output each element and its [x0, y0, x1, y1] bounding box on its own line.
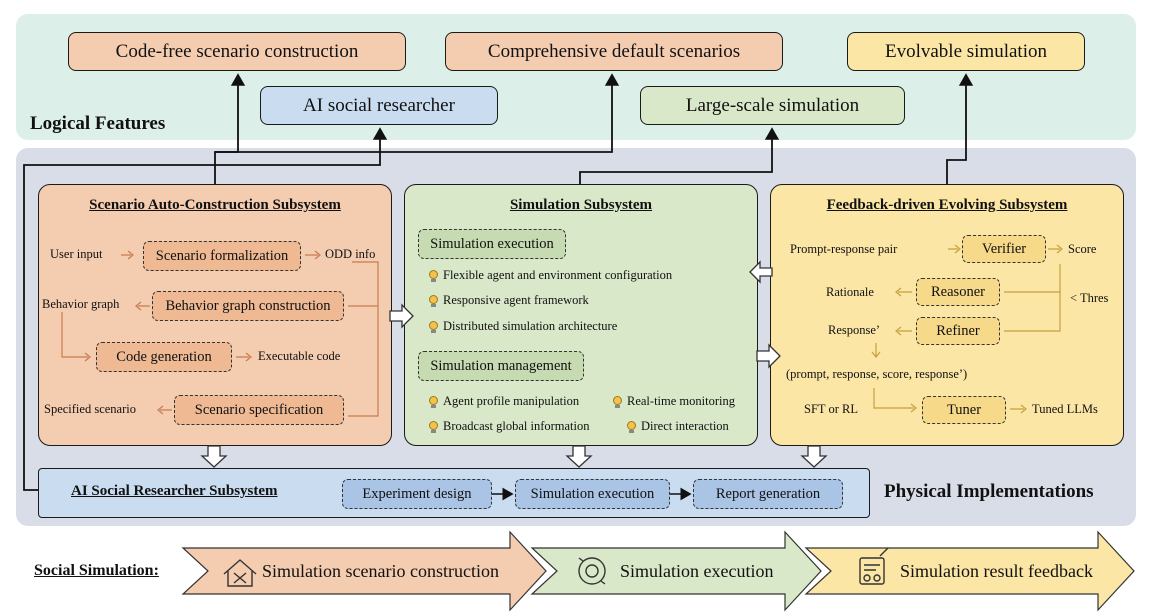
feedback-report-icon	[859, 547, 889, 585]
pipeline-stage-execution-shape	[530, 530, 822, 612]
exec-item-text: Flexible agent and environment configura…	[443, 268, 673, 282]
pipeline-stage-feedback: Simulation result feedback	[900, 561, 1093, 581]
feedback-title: Feedback-driven Evolving Subsystem	[826, 197, 1068, 213]
simulation-management-box: Simulation management	[418, 351, 584, 381]
thres-text: < Thres	[1070, 291, 1109, 305]
scenario-specification-box: Scenario specification	[174, 395, 344, 425]
connector-ai-researcher	[23, 127, 388, 491]
scenario-flow-arrows	[61, 250, 379, 417]
block-arrow-scenario-to-simulation	[389, 303, 414, 329]
refiner-box: Refiner	[916, 317, 1000, 345]
researcher-sim-execution-box: Simulation execution	[515, 479, 670, 509]
mgmt-item-text: Real-time monitoring	[627, 394, 735, 408]
lightbulb-icon	[613, 395, 622, 408]
tuple-text: (prompt, response, score, response’)	[786, 367, 968, 381]
pipeline-stage-construction: Simulation scenario construction	[262, 561, 499, 581]
connector-default-scenarios	[215, 73, 620, 153]
tuner-box: Tuner	[922, 396, 1006, 424]
user-input-text: User input	[50, 247, 103, 261]
feature-default-scenarios: Comprehensive default scenarios	[445, 32, 783, 71]
behavior-graph-text: Behavior graph	[42, 297, 120, 311]
block-arrow-feedback-to-simulation-top	[749, 260, 773, 284]
score-text: Score	[1068, 242, 1097, 256]
lightbulb-icon	[429, 395, 438, 408]
mgmt-item-monitoring: Real-time monitoring	[613, 394, 735, 409]
pipeline-label: Social Simulation:	[34, 562, 159, 579]
simulation-subsystem: Simulation Subsystem	[404, 184, 758, 446]
rationale-text: Rationale	[826, 285, 874, 299]
reasoner-box: Reasoner	[916, 278, 1000, 306]
block-arrow-scenario-down	[200, 445, 228, 468]
block-arrow-simulation-to-feedback	[756, 343, 781, 369]
behavior-construction-box: Behavior graph construction	[152, 291, 344, 321]
mgmt-item-text: Direct interaction	[641, 419, 729, 433]
mgmt-item-text: Agent profile manipulation	[443, 394, 580, 408]
experiment-design-box: Experiment design	[342, 479, 492, 509]
executable-code-text: Executable code	[258, 349, 341, 363]
simulation-title: Simulation Subsystem	[509, 197, 653, 213]
exec-item-distributed: Distributed simulation architecture	[429, 319, 617, 334]
response-prime-text: Response’	[828, 323, 881, 337]
simulation-execution-box: Simulation execution	[418, 229, 566, 259]
specified-scenario-text: Specified scenario	[44, 402, 136, 416]
pipeline-stage-feedback-shape	[804, 530, 1135, 612]
tuned-text: Tuned LLMs	[1032, 402, 1098, 416]
connector-evolvable	[946, 73, 974, 184]
exec-item-framework: Responsive agent framework	[429, 293, 589, 308]
physical-implementations-label: Physical Implementations	[884, 481, 1094, 502]
mgmt-item-text: Broadcast global information	[443, 419, 590, 433]
pipeline-stage-construction-shape	[181, 530, 547, 612]
feature-code-free: Code-free scenario construction	[68, 32, 406, 71]
feature-ai-researcher: AI social researcher	[260, 86, 498, 125]
feedback-flow-arrows	[871, 244, 1063, 414]
mgmt-item-broadcast: Broadcast global information	[429, 419, 590, 434]
prompt-pair-text: Prompt-response pair	[790, 242, 898, 256]
scenario-title: Scenario Auto-Construction Subsystem	[89, 197, 341, 213]
mgmt-item-direct: Direct interaction	[627, 419, 729, 434]
verifier-box: Verifier	[962, 235, 1046, 263]
report-generation-box: Report generation	[693, 479, 843, 509]
connector-large-scale	[579, 127, 780, 184]
odd-info-text: ODD info	[325, 247, 376, 261]
lightbulb-icon	[429, 269, 438, 282]
exec-item-text: Responsive agent framework	[443, 293, 589, 307]
scenario-formalization-box: Scenario formalization	[143, 241, 301, 271]
cycle-gear-icon	[578, 557, 606, 585]
researcher-title: AI Social Researcher Subsystem	[71, 483, 278, 499]
mgmt-item-profile: Agent profile manipulation	[429, 394, 579, 409]
block-arrows	[200, 260, 828, 468]
sft-text: SFT or RL	[804, 402, 858, 416]
pipeline-stage-execution: Simulation execution	[620, 561, 774, 581]
block-arrow-feedback-down	[800, 445, 828, 468]
feature-evolvable: Evolvable simulation	[847, 32, 1085, 71]
exec-item-text: Distributed simulation architecture	[443, 319, 618, 333]
feature-large-scale: Large-scale simulation	[640, 86, 905, 125]
house-tools-icon	[223, 559, 257, 587]
lightbulb-icon	[429, 420, 438, 433]
block-arrow-simulation-down	[565, 445, 593, 468]
lightbulb-icon	[429, 320, 438, 333]
lightbulb-icon	[429, 294, 438, 307]
code-generation-box: Code generation	[96, 342, 232, 372]
lightbulb-icon	[627, 420, 636, 433]
logical-features-label: Logical Features	[30, 113, 166, 134]
exec-item-config: Flexible agent and environment configura…	[429, 268, 672, 283]
